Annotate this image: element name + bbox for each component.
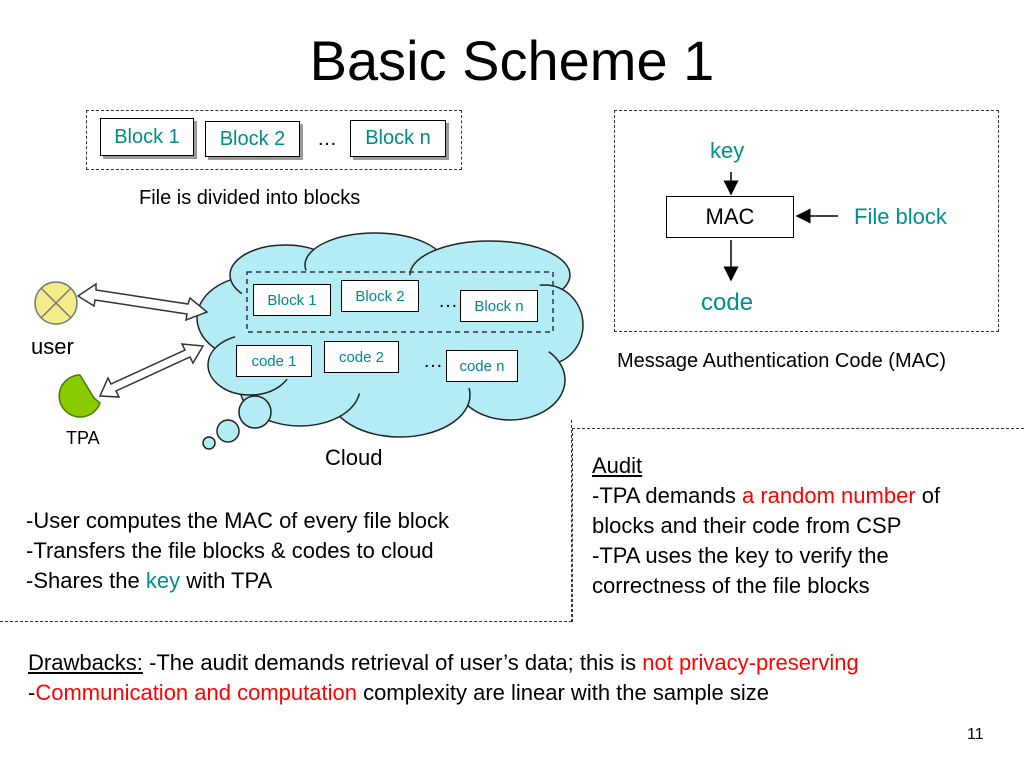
tpa-cloud-arrow (98, 343, 205, 398)
cloud-code-n: code n (446, 350, 518, 382)
mac-file-block-label: File block (854, 204, 947, 229)
audit-text: Audit -TPA demands a random number of bl… (592, 451, 940, 601)
mac-key-label: key (710, 138, 745, 163)
drawbacks-label: Drawbacks: (28, 650, 143, 675)
tpa-icon (58, 374, 101, 418)
audit-line-2: blocks and their code from CSP (592, 513, 902, 538)
audit-heading: Audit (592, 453, 643, 478)
user-cloud-arrow (76, 282, 209, 322)
cloud-label: Cloud (325, 445, 383, 470)
top-block-2: Block 2 (205, 121, 300, 157)
drawbacks-line-2: -Communication and computation complexit… (28, 680, 770, 705)
left-note-key: key (145, 568, 181, 593)
tpa-label: TPA (66, 428, 100, 448)
audit-line-1: -TPA demands a random number of (592, 483, 941, 508)
audit-line-3: -TPA uses the key to verify the (592, 543, 889, 568)
audit-frame (572, 428, 1024, 622)
mac-caption: Message Authentication Code (MAC) (617, 350, 947, 372)
audit-line-4: correctness of the file blocks (592, 573, 870, 598)
left-note-1: -User computes the MAC of every file blo… (26, 508, 450, 533)
cloud-block-1: Block 1 (253, 284, 331, 316)
drawbacks-complexity: Communication and computation (35, 680, 357, 705)
user-label: user (31, 334, 74, 359)
top-ellipsis: … (317, 128, 337, 150)
cloud-block-2: Block 2 (341, 280, 419, 312)
audit-random-number: a random number (742, 483, 916, 508)
file-blocks-frame (86, 110, 462, 170)
file-blocks-caption: File is divided into blocks (139, 187, 361, 209)
drawbacks-line-1: Drawbacks: -The audit demands retrieval … (28, 650, 859, 675)
mac-box: MAC (666, 196, 794, 238)
left-note-3: -Shares the key with TPA (26, 568, 273, 593)
left-notes: -User computes the MAC of every file blo… (26, 506, 449, 596)
cloud-bubble-small (202, 436, 216, 450)
cloud-blocks-frame (246, 271, 554, 333)
mac-frame (614, 110, 999, 332)
cloud-blocks-ellipsis: … (438, 290, 458, 312)
cloud-codes-ellipsis: … (423, 350, 443, 372)
drawbacks-not-privacy: not privacy-preserving (642, 650, 859, 675)
user-icon (34, 281, 78, 325)
left-notes-frame (0, 420, 572, 622)
cloud-code-1: code 1 (236, 345, 312, 377)
mac-code-label: code (701, 289, 754, 316)
top-block-1: Block 1 (100, 118, 194, 156)
top-block-n: Block n (350, 120, 446, 157)
left-note-2: -Transfers the file blocks & codes to cl… (26, 538, 434, 563)
cloud-block-n: Block n (460, 290, 538, 322)
page-number: 11 (967, 726, 984, 743)
cloud-code-2: code 2 (324, 341, 399, 373)
cloud-bubble-large (238, 395, 272, 429)
slide-title: Basic Scheme 1 (309, 29, 715, 92)
drawbacks-text: Drawbacks: -The audit demands retrieval … (28, 648, 859, 708)
cloud-bubble-medium (216, 419, 240, 443)
